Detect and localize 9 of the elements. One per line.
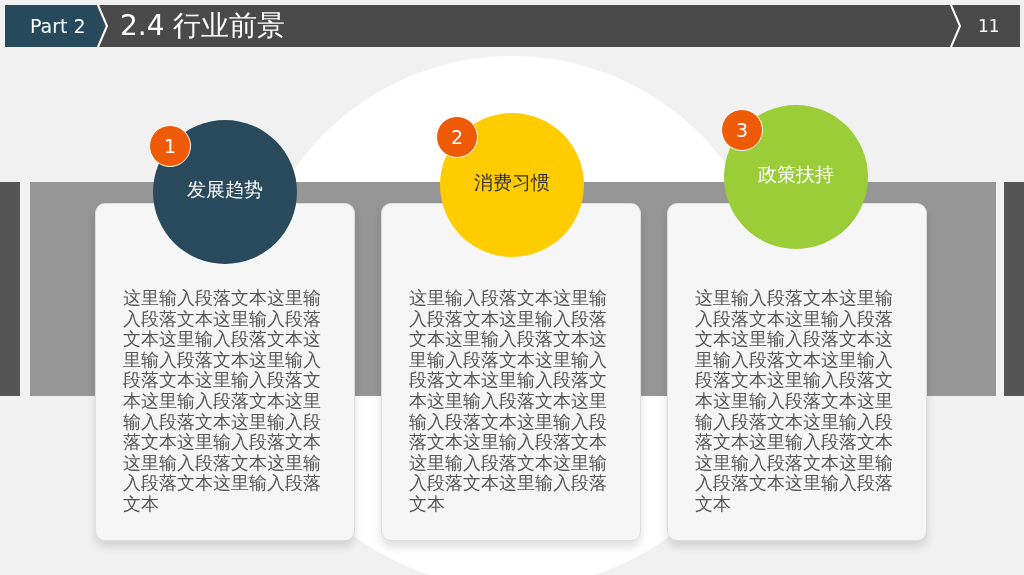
text-card bbox=[667, 203, 927, 541]
page-number: 11 bbox=[978, 15, 1000, 38]
slide-title: 2.4 行业前景 bbox=[120, 8, 286, 44]
card-text: 这里输入段落文本这里输入段落文本这里输入段落文本这里输入段落文本这里输入段落文本这里输入段落文本这里输入段落文本这里输入段落文本这里输入段落文本这里输入段落文本这里输入段落文本这里输入段落文本这里输入段落文本这里输入段落文本 bbox=[695, 288, 894, 515]
text-card bbox=[95, 203, 355, 541]
section-tab: Part 2 bbox=[5, 5, 105, 47]
card-text: 这里输入段落文本这里输入段落文本这里输入段落文本这里输入段落文本这里输入段落文本这里输入段落文本这里输入段落文本这里输入段落文本这里输入段落文本这里输入段落文本这里输入段落文本这里输入段落文本这里输入段落文本这里输入段落文本 bbox=[123, 288, 322, 515]
card-text: 这里输入段落文本这里输入段落文本这里输入段落文本这里输入段落文本这里输入段落文本这里输入段落文本这里输入段落文本这里输入段落文本这里输入段落文本这里输入段落文本这里输入段落文本这里输入段落文本这里输入段落文本这里输入段落文本 bbox=[409, 288, 608, 515]
text-card bbox=[381, 203, 641, 541]
